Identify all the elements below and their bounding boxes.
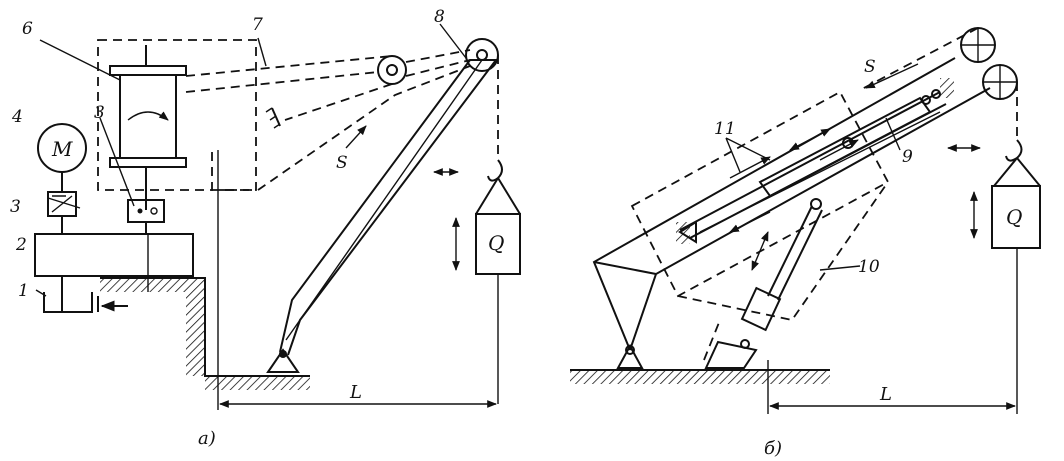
- reach-label-b: L: [879, 384, 892, 405]
- caption-b: б): [764, 438, 782, 459]
- label-2: 2: [15, 235, 27, 255]
- label-11: 11: [714, 119, 736, 139]
- load-label-a: Q: [488, 231, 504, 255]
- guide-pulley: [265, 55, 407, 129]
- boom-b: [592, 57, 991, 351]
- top-sheave-a: [465, 38, 499, 160]
- figure-a: 6 4 3 3 2 1 7 8 M S Q L а): [10, 7, 521, 449]
- drum-housing-outline: [97, 39, 257, 191]
- figure-b: 11 9 10 S Q L б): [570, 27, 1041, 459]
- reach-label-a: L: [349, 382, 362, 403]
- hook-load-a: [433, 159, 521, 404]
- gearbox: [34, 233, 194, 277]
- label-3-right: 3: [94, 103, 105, 123]
- rope-a: [185, 49, 471, 93]
- label-4: 4: [11, 107, 23, 127]
- ground-b: [570, 369, 830, 384]
- rope-drum: [109, 45, 187, 210]
- motor-label: M: [51, 137, 73, 161]
- hook-load-b: [947, 139, 1041, 414]
- reach-dimension-b: [767, 360, 1016, 414]
- label-10: 10: [858, 257, 880, 277]
- top-sheaves-b: [859, 27, 1018, 140]
- force-label-b: S: [864, 57, 876, 77]
- boom-a: [266, 59, 499, 373]
- boom-enclosure-outline: [630, 90, 890, 298]
- label-1: 1: [18, 281, 29, 301]
- label-6: 6: [22, 19, 33, 39]
- telescopic-cylinder: [729, 89, 941, 233]
- caption-a: а): [198, 428, 216, 449]
- load-label-b: Q: [1006, 205, 1022, 229]
- label-9: 9: [902, 147, 913, 167]
- lift-cylinder: [703, 198, 823, 369]
- label-3-left: 3: [10, 197, 21, 217]
- force-label-a: S: [336, 153, 348, 173]
- foundation-a: [100, 277, 310, 390]
- label-8: 8: [434, 7, 445, 27]
- load-box-b: [991, 185, 1041, 249]
- brake-assembly: [43, 276, 128, 313]
- reach-dimension-a: [217, 150, 497, 410]
- label-7: 7: [252, 15, 263, 35]
